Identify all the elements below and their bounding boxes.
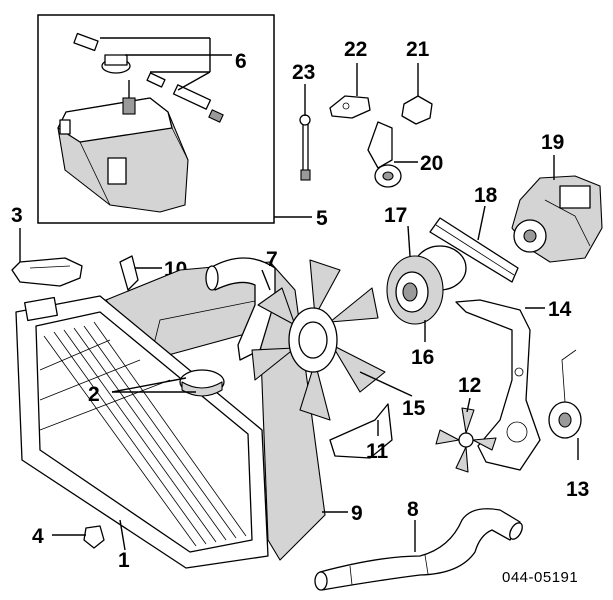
- lower-shroud-11: 11: [329, 403, 393, 463]
- callout-13-label: 13: [566, 478, 589, 501]
- callout-15-label: 15: [402, 397, 426, 420]
- callout-12-label: 12: [458, 374, 481, 397]
- diagram-code: 044-05191: [502, 569, 578, 586]
- callout-16-label: 16: [411, 346, 434, 369]
- callout-11-label: 11: [366, 440, 389, 463]
- reservoir-inset-box: [37, 14, 275, 224]
- callout-7-label: 7: [266, 248, 278, 271]
- callout-4-label: 4: [32, 525, 44, 548]
- coolant-reservoir-tank: [57, 97, 189, 213]
- fan-bracket-14: 14: [455, 298, 572, 471]
- callout-23-label: 23: [292, 61, 315, 84]
- fan-fluid-coupling-16-17: 17 16: [384, 204, 467, 369]
- callout-9-label: 9: [351, 502, 363, 525]
- bracket-clip-21: 21: [401, 38, 433, 125]
- bolt-part: 23: [292, 61, 315, 181]
- callout-2-label: 2: [88, 383, 100, 406]
- drain-plug-4: 4: [32, 525, 105, 549]
- callout-18-label: 18: [474, 184, 498, 207]
- callout-14-label: 14: [548, 298, 572, 321]
- callout-22-label: 22: [344, 38, 367, 61]
- upper-radiator-hose-7: 7: [205, 248, 278, 361]
- lower-radiator-hose-8: 8: [314, 498, 523, 591]
- hose-clamp-3: 3: [11, 204, 83, 287]
- cooling-fan-15: 15: [251, 259, 426, 421]
- callout-3-label: 3: [11, 204, 23, 227]
- water-pump-19: 19: [511, 131, 603, 263]
- callout-19-label: 19: [541, 131, 564, 154]
- callout-20-label: 20: [420, 152, 443, 175]
- callout-5-label: 5: [316, 207, 328, 230]
- callout-8-label: 8: [407, 498, 419, 521]
- radiator-1: 1: [15, 295, 269, 572]
- callout-6-label: 6: [235, 50, 247, 73]
- v-belt-18: 18: [429, 184, 519, 283]
- callout-6: 6: [100, 37, 247, 91]
- radiator-cap-2: 2: [88, 369, 225, 406]
- fan-motor-13: 13: [548, 349, 589, 501]
- callout-21-label: 21: [406, 38, 430, 61]
- reservoir-cap-and-hose-kit: [73, 32, 224, 123]
- small-fan-12: 12: [435, 374, 497, 473]
- callout-17-label: 17: [384, 204, 407, 227]
- bracket-clip-22: 22: [329, 38, 371, 119]
- idler-pulley-bracket-20: 20: [367, 121, 443, 188]
- callout-1-label: 1: [118, 549, 130, 572]
- callout-5: 5: [274, 207, 328, 230]
